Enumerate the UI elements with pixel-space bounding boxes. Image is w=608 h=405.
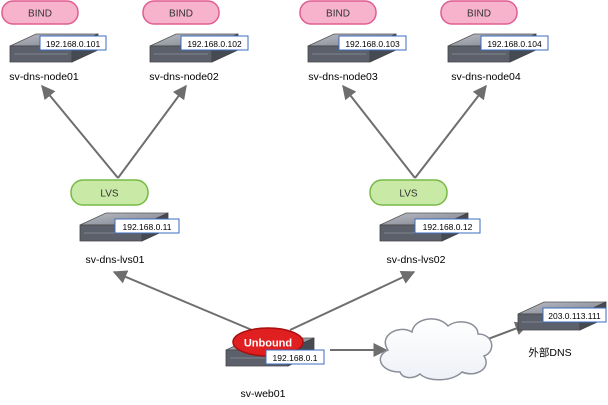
server-label: sv-web01 — [241, 388, 286, 400]
ip-address: 192.168.0.104 — [487, 39, 542, 49]
arrow-lvs01-to-node02 — [117, 84, 187, 179]
server-lvs01: LVS 192.168.0.11 sv-dns-lvs01 — [70, 179, 180, 266]
server-external-dns: 203.0.113.111 外部DNS — [517, 301, 607, 359]
lvs-badge-label: LVS — [100, 189, 118, 200]
server-node04: BIND 192.168.0.104 sv-dns-node04 — [440, 0, 549, 83]
bind-badge — [1, 0, 79, 25]
server-label: sv-dns-node01 — [9, 71, 79, 83]
server-node03: BIND 192.168.0.103 sv-dns-node03 — [299, 0, 407, 83]
server-label: sv-dns-lvs02 — [387, 254, 446, 266]
server-label: sv-dns-node04 — [451, 71, 521, 83]
ip-address: 192.168.0.11 — [123, 222, 172, 232]
bind-badge-label: BIND — [28, 9, 52, 20]
server-label: 外部DNS — [528, 346, 571, 359]
ip-box — [114, 218, 180, 234]
server-label: sv-dns-node02 — [149, 71, 219, 83]
bind-badge-label: BIND — [169, 9, 193, 20]
server-web01: Unbound 192.168.0.1 sv-web01 — [225, 327, 325, 400]
unbound-badge-label: Unbound — [244, 338, 292, 350]
internet-cloud-icon — [379, 318, 493, 381]
server-label: sv-dns-node03 — [308, 71, 378, 83]
lvs-badge — [70, 179, 149, 206]
lvs-badge-label: LVS — [399, 189, 417, 200]
ip-box — [39, 35, 107, 51]
ip-box — [338, 35, 407, 51]
arrow-web01-to-lvs01 — [112, 270, 253, 331]
server-label: sv-dns-lvs01 — [86, 254, 145, 266]
ip-box — [414, 218, 481, 234]
ip-box — [180, 35, 249, 51]
ip-box — [542, 307, 607, 323]
ip-box — [480, 35, 549, 51]
bind-badge-label: BIND — [326, 9, 350, 20]
arrow-lvs01-to-node01 — [41, 84, 119, 179]
ip-box — [265, 349, 325, 365]
ip-address: 192.168.0.103 — [345, 39, 400, 49]
server-node01: BIND 192.168.0.101 sv-dns-node01 — [1, 0, 107, 83]
bind-badge — [142, 0, 220, 25]
bind-badge — [440, 0, 518, 25]
bind-badge — [299, 0, 377, 25]
server-node02: BIND 192.168.0.102 sv-dns-node02 — [142, 0, 249, 83]
ip-address: 192.168.0.101 — [46, 39, 101, 49]
arrow-web01-to-lvs02 — [289, 270, 416, 331]
ip-address: 192.168.0.12 — [423, 222, 473, 232]
lvs-badge — [369, 179, 448, 206]
server-lvs02: LVS 192.168.0.12 sv-dns-lvs02 — [369, 179, 481, 266]
ip-address: 203.0.113.111 — [548, 311, 601, 321]
arrow-lvs02-to-node03 — [342, 84, 416, 179]
ip-address: 192.168.0.1 — [273, 353, 318, 363]
connections — [41, 84, 530, 357]
ip-address: 192.168.0.102 — [187, 39, 242, 49]
bind-badge-label: BIND — [467, 9, 491, 20]
arrow-lvs02-to-node04 — [414, 84, 487, 179]
